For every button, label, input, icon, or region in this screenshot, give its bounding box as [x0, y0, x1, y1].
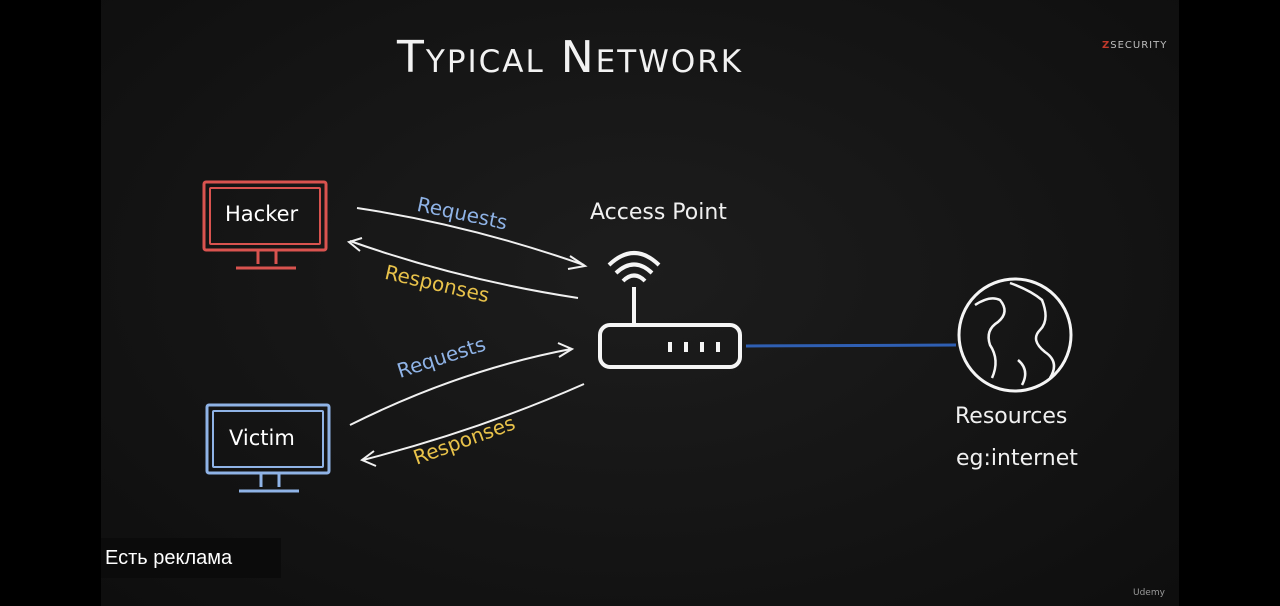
victim-label: Victim: [229, 426, 295, 450]
brand-text: SECURITY: [1110, 40, 1168, 51]
hacker-monitor-icon: [202, 180, 328, 270]
ad-notice[interactable]: Есть реклама: [101, 538, 281, 578]
resources-sublabel: eg:internet: [956, 446, 1078, 471]
responses-arrow-top: [346, 237, 579, 299]
requests-arrow-bottom: [349, 342, 575, 426]
slide-title: Typical Network: [397, 32, 744, 83]
globe-icon: [957, 277, 1073, 393]
brand-mark: Z: [1102, 40, 1111, 51]
udemy-watermark: Udemy: [1133, 588, 1165, 598]
brand-logo: ZSECURITY: [1102, 40, 1167, 51]
video-frame[interactable]: [101, 0, 1179, 606]
wifi-router-icon: [598, 251, 742, 369]
resources-label: Resources: [955, 404, 1068, 429]
requests-arrow-top: [356, 207, 588, 270]
hacker-label: Hacker: [225, 202, 299, 226]
network-link-line: [745, 343, 957, 348]
access-point-label: Access Point: [590, 200, 727, 225]
responses-arrow-bottom: [360, 383, 585, 467]
victim-monitor-icon: [205, 403, 331, 493]
